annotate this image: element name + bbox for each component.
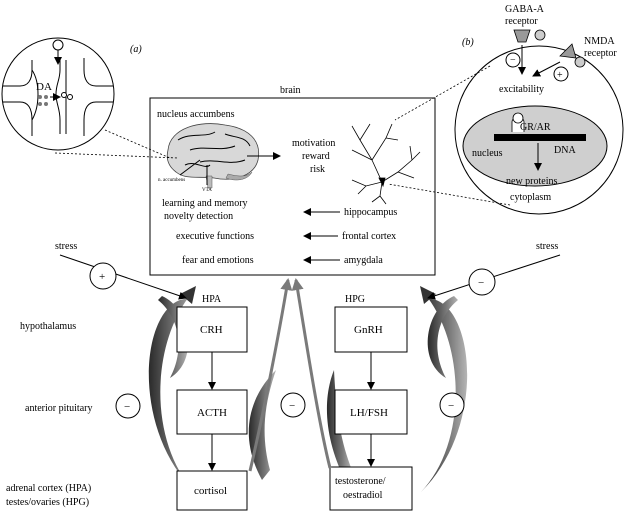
cytoplasm-label: cytoplasm	[510, 192, 551, 203]
hpg-feedback-sign: −	[448, 400, 454, 412]
excitability-label: excitability	[499, 84, 544, 95]
hpg-stress-sign-circle	[468, 268, 496, 296]
hpg-feedback-sign-circle	[439, 392, 465, 418]
frontal-cortex-label: frontal cortex	[342, 231, 396, 242]
synapse-vesicle-top	[52, 39, 64, 51]
adrenal-cortex-label: adrenal cortex (HPA)	[6, 483, 91, 494]
hpa-feedback-sign-circle	[115, 393, 141, 419]
da-receptor-site	[61, 92, 67, 98]
crh-label: CRH	[200, 324, 223, 336]
cell-nucleus	[462, 105, 608, 187]
testosterone-label: testosterone/	[335, 476, 386, 487]
gaba-sign-circle	[505, 52, 521, 68]
da-label: DA	[36, 81, 52, 93]
hpa-stress-arrow	[59, 254, 187, 300]
n-accumbens-leader	[179, 159, 201, 176]
nmda-receptor-label: receptor	[584, 48, 617, 59]
hpg-stress-sign: −	[478, 277, 484, 289]
lhfsh-label: LH/FSH	[350, 407, 388, 419]
synapse-membranes	[3, 58, 113, 136]
gonadal-hormone-box	[329, 466, 413, 511]
hpa-title: HPA	[202, 294, 222, 305]
hpg-stress-label: stress	[536, 241, 558, 252]
hpa-feedback-sign: −	[124, 401, 130, 413]
learning-memory-label: learning and memory	[162, 198, 248, 209]
da-receptor-site	[67, 94, 73, 100]
hpg-upper-feedback-arc	[427, 296, 458, 378]
hpa-stress-label: stress	[55, 241, 77, 252]
acth-label: ACTH	[197, 407, 227, 419]
hpg-title: HPG	[345, 294, 365, 305]
hippocampus-label: hippocampus	[344, 207, 397, 218]
center-feedback-sign-circle	[280, 392, 306, 418]
gaba-receptor-icon	[513, 29, 546, 43]
n-accumbens-small-label: n. accumbens	[158, 178, 185, 183]
cortisol-label: cortisol	[194, 485, 227, 497]
nmda-sign-circle	[553, 66, 569, 82]
gnrh-label: GnRH	[354, 324, 383, 336]
gaba-label: GABA-A	[505, 4, 545, 15]
gaba-sign: −	[510, 55, 516, 66]
oestradiol-label: oestradiol	[343, 490, 383, 501]
dna-bar	[494, 134, 586, 141]
motivation-label: motivation	[292, 138, 335, 149]
hpa-stress-sign-circle	[89, 262, 117, 290]
nmda-arrow	[532, 61, 561, 77]
brain-title: brain	[280, 85, 301, 96]
amygdala-label: amygdala	[344, 255, 383, 266]
acth-box	[176, 389, 248, 435]
gonadal-to-brain-arrow	[291, 278, 332, 469]
da-molecule	[38, 102, 42, 106]
hpa-feedback-arc	[148, 286, 196, 492]
executive-functions-label: executive functions	[176, 231, 254, 242]
nmda-receptor-icon	[559, 43, 586, 68]
anterior-pituitary-label: anterior pituitary	[25, 403, 92, 414]
cortisol-to-brain-arrow	[248, 278, 293, 472]
risk-label: risk	[310, 164, 325, 175]
novelty-detection-label: novelty detection	[164, 211, 233, 222]
grar-label: GR/AR	[520, 122, 551, 133]
neuron-icon	[351, 123, 421, 205]
new-proteins-label: new proteins	[506, 176, 557, 187]
center-feedback-sign: −	[289, 400, 295, 412]
gnrh-box	[334, 306, 408, 353]
brain-box	[149, 97, 436, 276]
zoom-connector	[387, 183, 511, 206]
da-molecule	[44, 102, 48, 106]
vta-small-label: VTA	[202, 188, 212, 193]
hypothalamus-label: hypothalamus	[20, 321, 76, 332]
da-molecule	[44, 95, 48, 99]
dna-label: DNA	[554, 145, 576, 156]
nmda-sign: +	[557, 70, 563, 81]
nucleus-accumbens-label: nucleus accumbens	[157, 109, 235, 120]
fear-emotions-label: fear and emotions	[182, 255, 254, 266]
gaba-receptor-label: receptor	[505, 16, 538, 27]
nucleus-label: nucleus	[472, 148, 503, 159]
zoom-connector	[54, 152, 179, 159]
reward-label: reward	[302, 151, 330, 162]
nmda-label: NMDA	[584, 36, 615, 47]
hpa-stress-sign: +	[99, 271, 105, 283]
panel-a-label: (a)	[130, 44, 142, 55]
panel-b-label: (b)	[462, 37, 474, 48]
cortisol-box	[176, 470, 248, 511]
testes-ovaries-label: testes/ovaries (HPG)	[6, 497, 89, 508]
steroid-molecule	[512, 112, 524, 124]
da-molecule	[38, 95, 42, 99]
